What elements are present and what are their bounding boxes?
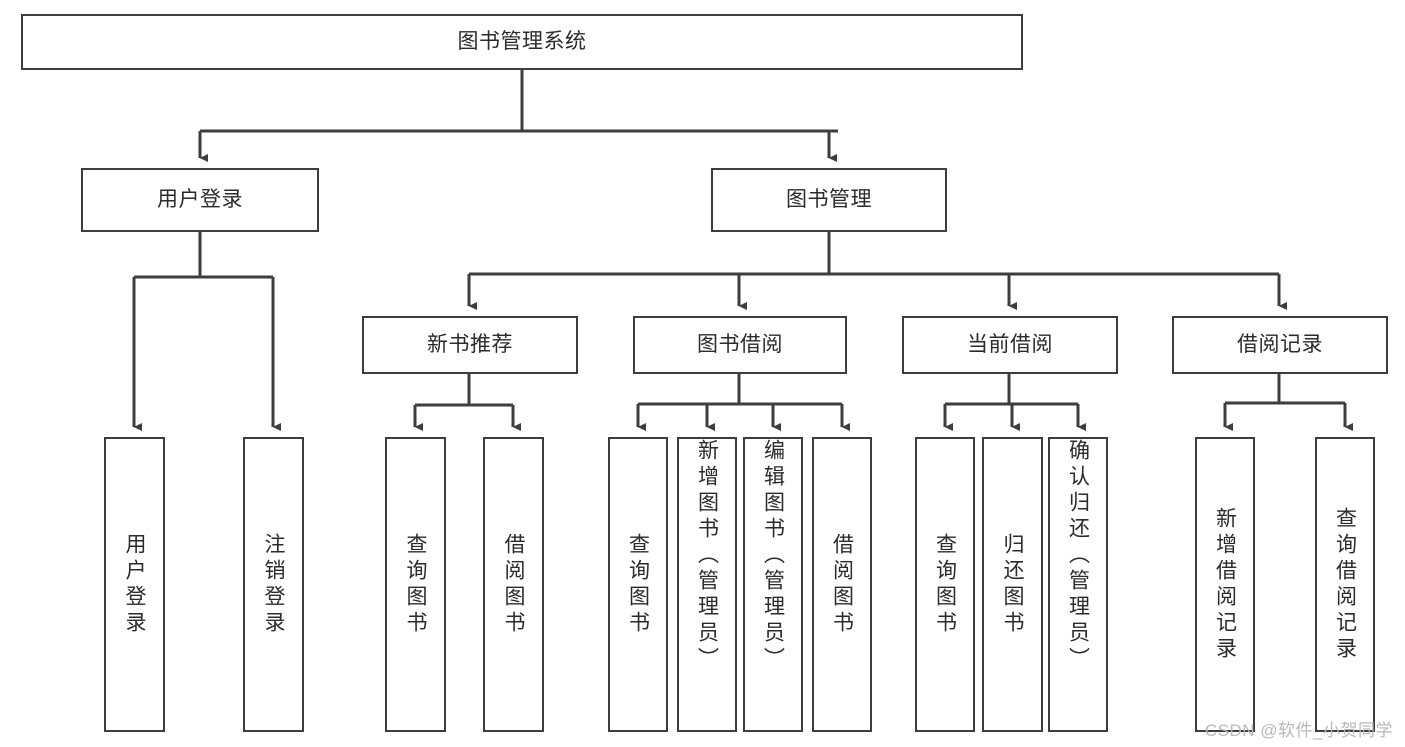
node-book-borrow-label: 图书借阅: [697, 332, 783, 356]
node-user-login[interactable]: 用户登录: [81, 168, 319, 232]
node-leaf-query-book-1[interactable]: 查询图书: [385, 437, 446, 732]
node-current-borrow[interactable]: 当前借阅: [902, 316, 1118, 374]
node-leaf-add-book-label: 新增图书（管理员）: [695, 439, 719, 673]
node-leaf-add-book[interactable]: 新增图书（管理员）: [677, 437, 737, 732]
node-leaf-borrow-book-2-label: 借阅图书: [830, 532, 854, 637]
node-book-manage-label: 图书管理: [786, 187, 872, 211]
node-leaf-user-logout-label: 注销登录: [262, 532, 285, 637]
edge-group-new-book-recommend: [413, 374, 521, 432]
node-leaf-confirm-return[interactable]: 确认归还（管理员）: [1048, 437, 1108, 732]
node-leaf-edit-book-label: 编辑图书（管理员）: [761, 439, 785, 673]
node-root-label: 图书管理系统: [457, 29, 587, 53]
node-current-borrow-label: 当前借阅: [967, 332, 1053, 356]
node-leaf-query-borrow-record-label: 查询借阅记录: [1333, 506, 1357, 663]
edge-group-root: [198, 70, 838, 163]
node-leaf-borrow-book-2[interactable]: 借阅图书: [812, 437, 872, 732]
edge-group-book-borrow: [636, 374, 850, 432]
node-leaf-query-borrow-record[interactable]: 查询借阅记录: [1315, 437, 1375, 732]
node-leaf-return-book[interactable]: 归还图书: [982, 437, 1043, 732]
node-book-manage[interactable]: 图书管理: [711, 168, 947, 232]
node-borrow-record[interactable]: 借阅记录: [1172, 316, 1388, 374]
node-leaf-edit-book[interactable]: 编辑图书（管理员）: [743, 437, 803, 732]
node-leaf-user-logout[interactable]: 注销登录: [243, 437, 304, 732]
node-borrow-record-label: 借阅记录: [1237, 332, 1323, 356]
node-new-book-recommend[interactable]: 新书推荐: [362, 316, 578, 374]
node-leaf-user-login-label: 用户登录: [123, 532, 146, 637]
node-root[interactable]: 图书管理系统: [21, 14, 1023, 70]
node-leaf-add-borrow-record[interactable]: 新增借阅记录: [1195, 437, 1255, 732]
node-leaf-borrow-book-1-label: 借阅图书: [502, 532, 525, 637]
node-leaf-query-book-2-label: 查询图书: [626, 532, 650, 637]
node-leaf-return-book-label: 归还图书: [1001, 532, 1024, 637]
node-leaf-borrow-book-1[interactable]: 借阅图书: [483, 437, 544, 732]
node-leaf-query-book-2[interactable]: 查询图书: [608, 437, 668, 732]
node-leaf-query-book-3[interactable]: 查询图书: [915, 437, 975, 732]
node-leaf-query-book-1-label: 查询图书: [404, 532, 427, 637]
node-leaf-query-book-3-label: 查询图书: [933, 532, 957, 637]
edge-group-current-borrow: [943, 374, 1086, 432]
edge-group-user-login: [132, 232, 281, 432]
node-leaf-add-borrow-record-label: 新增借阅记录: [1213, 506, 1237, 663]
watermark-text: CSDN @软件_小贺同学: [1204, 721, 1393, 740]
edge-group-borrow-record: [1223, 374, 1353, 432]
node-book-borrow[interactable]: 图书借阅: [633, 316, 847, 374]
node-leaf-user-login[interactable]: 用户登录: [104, 437, 165, 732]
edge-group-book-manage: [467, 232, 1287, 311]
node-new-book-recommend-label: 新书推荐: [427, 332, 513, 356]
node-leaf-confirm-return-label: 确认归还（管理员）: [1066, 439, 1090, 673]
node-user-login-label: 用户登录: [157, 187, 243, 211]
